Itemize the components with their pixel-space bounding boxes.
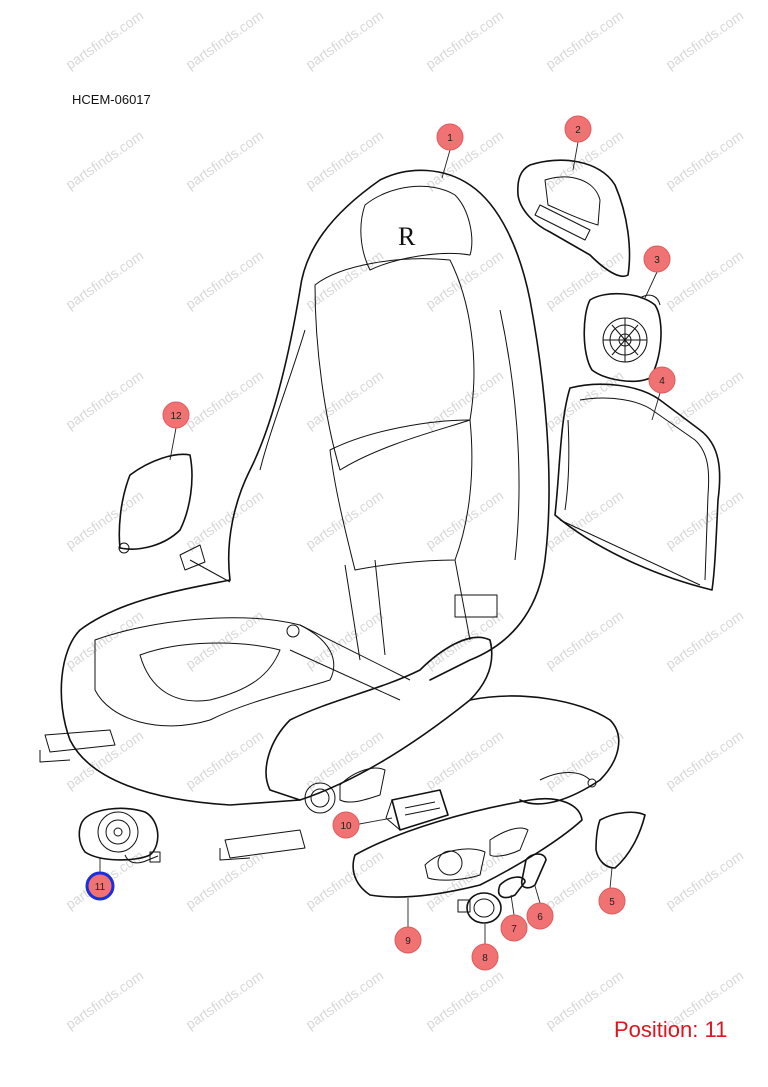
svg-text:3: 3 [654, 255, 660, 266]
watermark-text: partsfinds.com [63, 727, 147, 792]
watermark-text: partsfinds.com [63, 487, 147, 552]
watermark-text: partsfinds.com [423, 967, 507, 1032]
watermark-text: partsfinds.com [63, 607, 147, 672]
position-label: Position: 11 [614, 1017, 728, 1042]
watermark-text: partsfinds.com [423, 7, 507, 72]
callout-7[interactable]: 7 [500, 914, 528, 942]
svg-text:4: 4 [659, 376, 665, 387]
svg-text:6: 6 [537, 912, 543, 923]
callout-12[interactable]: 12 [162, 401, 190, 429]
watermark-text: partsfinds.com [183, 487, 267, 552]
watermark-text: partsfinds.com [663, 607, 747, 672]
watermark-text: partsfinds.com [183, 367, 267, 432]
watermark-text: partsfinds.com [663, 727, 747, 792]
watermark-text: partsfinds.com [663, 847, 747, 912]
watermark-text: partsfinds.com [303, 967, 387, 1032]
part-9-drawing [352, 797, 583, 898]
watermark-text: partsfinds.com [183, 727, 267, 792]
watermark-text: partsfinds.com [63, 7, 147, 72]
callout-3[interactable]: 3 [643, 245, 671, 273]
watermark-text: partsfinds.com [303, 367, 387, 432]
diagram-code: HCEM-06017 [72, 92, 151, 107]
watermark-text: partsfinds.com [303, 607, 387, 672]
watermark-text: partsfinds.com [63, 967, 147, 1032]
watermark-text: partsfinds.com [543, 7, 627, 72]
watermark-text: partsfinds.com [423, 367, 507, 432]
callout-6[interactable]: 6 [526, 902, 554, 930]
svg-text:R: R [398, 222, 416, 251]
callout-8[interactable]: 8 [471, 943, 499, 971]
svg-text:7: 7 [511, 924, 517, 935]
part-7-drawing [497, 876, 526, 899]
seat-side-frame-drawing [469, 695, 620, 805]
part-5-drawing [595, 811, 646, 869]
svg-text:5: 5 [609, 897, 615, 908]
watermark-text: partsfinds.com [663, 487, 747, 552]
callout-2[interactable]: 2 [564, 115, 592, 143]
watermark-text: partsfinds.com [183, 247, 267, 312]
part-6-drawing [520, 853, 547, 889]
svg-text:8: 8 [482, 953, 488, 964]
watermark-text: partsfinds.com [183, 127, 267, 192]
watermark-text: partsfinds.com [543, 247, 627, 312]
watermark-text: partsfinds.com [183, 7, 267, 72]
svg-text:12: 12 [170, 411, 182, 422]
part-12-drawing [118, 453, 231, 583]
watermark-text: partsfinds.com [303, 127, 387, 192]
watermark-text: partsfinds.com [543, 487, 627, 552]
watermark-text: partsfinds.com [183, 967, 267, 1032]
watermark-text: partsfinds.com [63, 247, 147, 312]
watermark-text: partsfinds.com [303, 7, 387, 72]
svg-text:9: 9 [405, 936, 411, 947]
callout-4[interactable]: 4 [648, 366, 676, 394]
svg-text:11: 11 [95, 882, 106, 893]
watermark-text: partsfinds.com [63, 127, 147, 192]
part-3-drawing [583, 292, 662, 382]
watermark-text: partsfinds.com [423, 247, 507, 312]
watermark-text: partsfinds.com [303, 487, 387, 552]
callout-11[interactable]: 11 [85, 871, 115, 901]
callout-9[interactable]: 9 [394, 926, 422, 954]
part-2-drawing [517, 159, 631, 277]
watermark-text: partsfinds.com [663, 247, 747, 312]
svg-text:2: 2 [575, 125, 581, 136]
part-4-drawing [554, 383, 721, 591]
part-10-drawing [385, 789, 449, 831]
callout-5[interactable]: 5 [598, 887, 626, 915]
watermark-text: partsfinds.com [423, 487, 507, 552]
part-8-drawing [457, 892, 502, 924]
callout-bubbles: 1 2 3 4 5 6 7 8 9 10 11 12 [85, 115, 676, 971]
watermark-text: partsfinds.com [183, 847, 267, 912]
svg-text:10: 10 [340, 821, 352, 832]
watermark-layer: partsfinds.com partsfinds.com partsfinds.c… [63, 7, 747, 1032]
callout-10[interactable]: 10 [332, 811, 360, 839]
watermark-text: partsfinds.com [303, 847, 387, 912]
watermark-text: partsfinds.com [663, 127, 747, 192]
watermark-text: partsfinds.com [423, 727, 507, 792]
watermark-text: partsfinds.com [423, 127, 507, 192]
watermark-text: partsfinds.com [543, 607, 627, 672]
seat-assembly-drawing: R [39, 169, 550, 861]
svg-text:1: 1 [447, 133, 453, 144]
watermark-text: partsfinds.com [63, 367, 147, 432]
part-11-drawing [78, 807, 161, 864]
leader-lines [99, 141, 661, 944]
watermark-text: partsfinds.com [183, 607, 267, 672]
watermark-text: partsfinds.com [663, 7, 747, 72]
callout-1[interactable]: 1 [436, 123, 464, 151]
